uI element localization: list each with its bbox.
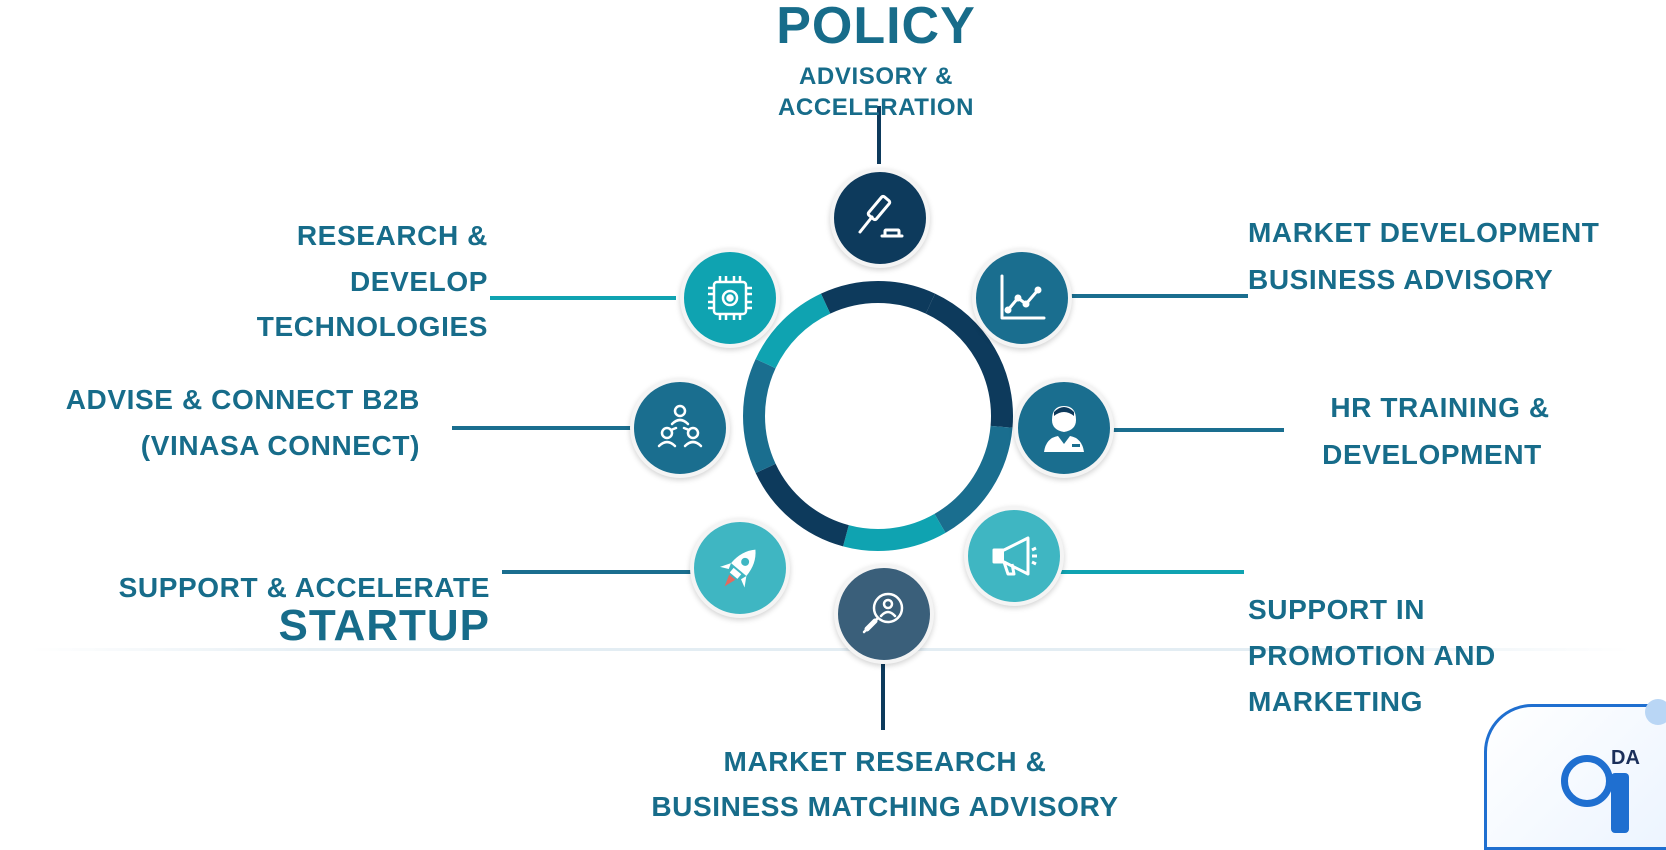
chip-gear-icon: [708, 276, 752, 320]
diagram-canvas: [743, 281, 1013, 551]
promotion-node: [964, 506, 1064, 606]
ring-segment-3: [934, 425, 1013, 533]
hr-node: [1014, 378, 1114, 478]
rocket-icon: [720, 549, 756, 588]
market-research-line1: MARKET RESEARCH &: [723, 746, 1047, 777]
line-chart-icon: [1000, 274, 1046, 320]
market-research-line2: BUSINESS MATCHING ADVISORY: [651, 791, 1119, 822]
promotion-line2: PROMOTION AND: [1248, 640, 1496, 671]
logo-dot: [1645, 699, 1666, 725]
search-person-icon: [862, 592, 904, 634]
promotion-line1: SUPPORT IN: [1248, 594, 1426, 625]
b2b-node: [630, 378, 730, 478]
startup-line2: STARTUP: [278, 601, 490, 650]
connector-market-research: [881, 664, 885, 730]
policy-node: [830, 168, 930, 268]
connector-startup: [502, 570, 694, 574]
gavel-icon: [858, 194, 904, 238]
research-node: [680, 248, 780, 348]
b2b-line2: (VINASA CONNECT): [140, 430, 420, 461]
connector-promotion: [1058, 570, 1244, 574]
connector-hr: [1110, 428, 1284, 432]
separator-line: [30, 648, 1630, 651]
logo-text: DA: [1611, 747, 1640, 769]
ring-segment-7: [755, 293, 831, 369]
logo-big-mark: [1611, 773, 1629, 833]
logo-search-icon: [1561, 755, 1613, 807]
research-line3: TECHNOLOGIES: [256, 311, 488, 342]
connector-policy: [877, 106, 881, 164]
person-icon: [1044, 406, 1084, 452]
policy-title: POLICY: [776, 0, 976, 55]
connector-b2b: [452, 426, 632, 430]
ring-segment-1: [820, 281, 936, 314]
policy-line2: ACCELERATION: [777, 94, 975, 121]
market-dev-line1: MARKET DEVELOPMENT: [1248, 217, 1600, 248]
ring-segment-6: [743, 358, 776, 474]
hr-line2: DEVELOPMENT: [1322, 439, 1542, 470]
startup-line1: SUPPORT & ACCELERATE: [118, 572, 490, 603]
brand-logo: DA: [1484, 699, 1666, 850]
ring-segment-4: [843, 513, 946, 551]
promotion-line3: MARKETING: [1248, 686, 1423, 717]
megaphone-icon: [992, 536, 1037, 576]
network-people-icon: [657, 404, 703, 448]
research-line2: DEVELOP: [349, 266, 488, 297]
hr-line1: HR TRAINING &: [1330, 392, 1550, 423]
ring-segment-5: [755, 463, 850, 547]
startup-node: [690, 518, 790, 618]
market-dev-node: [972, 248, 1072, 348]
connector-market-dev: [1066, 294, 1248, 298]
connector-research: [490, 296, 676, 300]
market-dev-line2: BUSINESS ADVISORY: [1248, 264, 1554, 295]
b2b-line1: ADVISE & CONNECT B2B: [65, 384, 420, 415]
policy-line1: ADVISORY &: [798, 63, 954, 90]
ring-segment-2: [925, 293, 1013, 428]
market-research-node: [834, 564, 934, 664]
research-line1: RESEARCH &: [296, 220, 488, 251]
